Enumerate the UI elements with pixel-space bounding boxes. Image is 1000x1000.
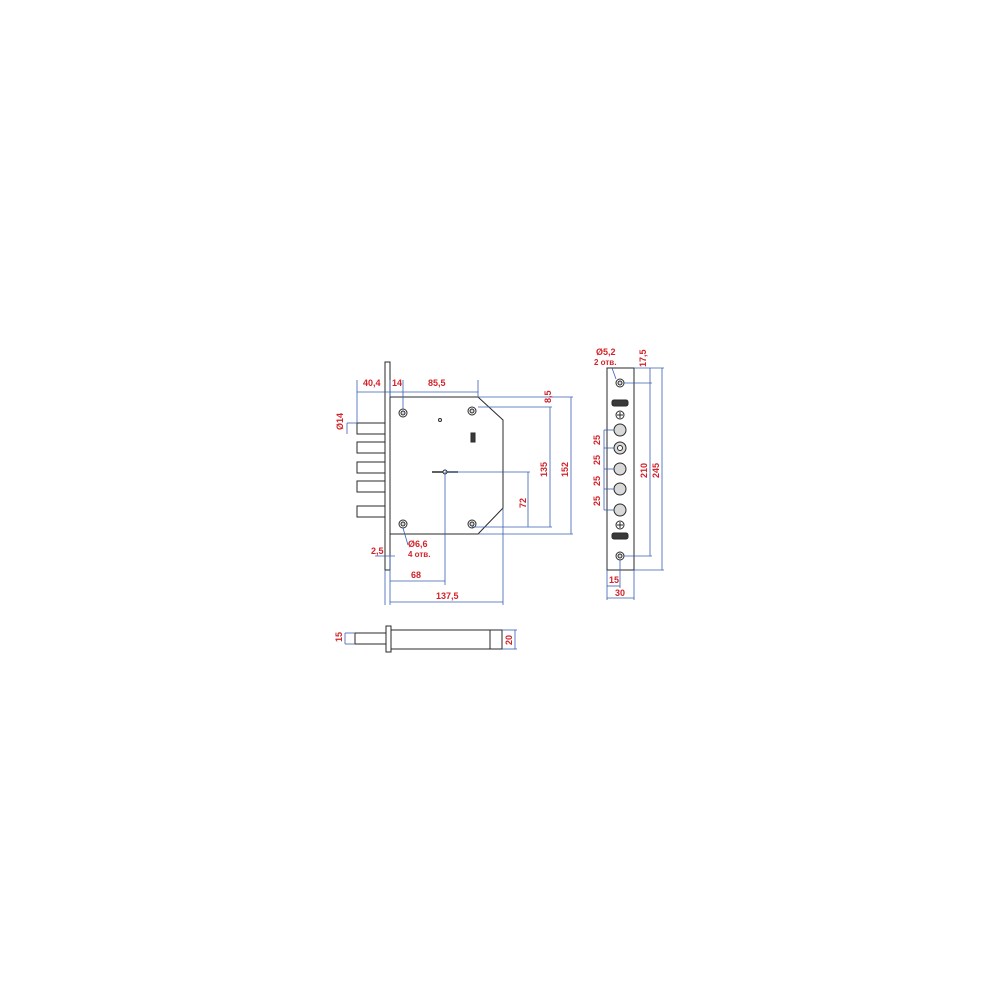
mounting-hole-top-right-inner [469,408,475,414]
lock-case [389,396,504,535]
strike-bolt-hole-1 [613,423,627,437]
lock-side-view: 15 20 [334,625,517,653]
strike-bolt-hole-4 [613,482,627,496]
bolt-1 [356,422,386,435]
dim-210: 210 [639,463,649,478]
strike-screw-bottom-inner [617,553,623,559]
dim-152: 152 [560,462,570,477]
strike-screw-top-inner [617,380,623,386]
dim-72: 72 [518,498,528,508]
strike-bolt-hole-3 [613,462,627,476]
side-faceplate [385,625,392,653]
lock-faceplate [384,361,391,571]
strike-bolt-hole-2-inner [617,445,623,451]
bolt-5 [356,505,386,518]
dim-dia14: Ø14 [335,413,345,430]
side-bolt [354,632,387,645]
dim-68: 68 [411,570,421,580]
cylinder-slot [470,432,476,443]
bolt-4 [356,480,386,493]
dim-25-4: 25 [592,496,602,506]
bolt-2 [356,441,386,454]
front-view-dimension-lines [346,380,573,605]
dim-40-4: 40,4 [363,378,381,388]
dim-17-5: 17,5 [638,349,648,367]
dim-20-side: 20 [504,635,514,645]
dim-15-side: 15 [334,632,344,642]
dim-dia5-2: Ø5,2 [596,347,616,357]
strike-plate-view: Ø5,2 2 отв. 17,5 25 25 25 25 210 245 15 … [592,347,664,600]
dim-25-2: 25 [592,455,602,465]
side-case [390,629,503,650]
lock-front-view [356,361,504,571]
bolt-3 [356,461,386,474]
dim-25-1: 25 [592,435,602,445]
dim-25-3: 25 [592,476,602,486]
front-view-labels: 40,4 14 85,5 8,5 Ø14 135 152 72 2,5 Ø6,6… [335,378,570,601]
strike-logo-bottom [611,532,629,540]
dim-85-5: 85,5 [428,378,446,388]
dim-137-5: 137,5 [436,591,459,601]
dim-2-5: 2,5 [371,546,384,556]
mounting-hole-bottom-right-inner [469,521,475,527]
dim-2-holes: 2 отв. [594,358,616,367]
dim-4-holes: 4 отв. [408,550,430,559]
case-rivet [438,418,442,422]
mounting-hole-bottom-left-inner [400,521,406,527]
dim-135: 135 [539,462,549,477]
dim-14-top: 14 [392,378,402,388]
dim-245: 245 [651,463,661,478]
mounting-hole-top-left-inner [400,410,406,416]
strike-bolt-hole-5 [613,503,627,517]
strike-logo-top [611,399,629,407]
dim-dia6-6: Ø6,6 [408,539,428,549]
dim-30: 30 [615,588,625,598]
dim-15-strip: 15 [609,575,619,585]
dim-8-5: 8,5 [543,390,553,403]
